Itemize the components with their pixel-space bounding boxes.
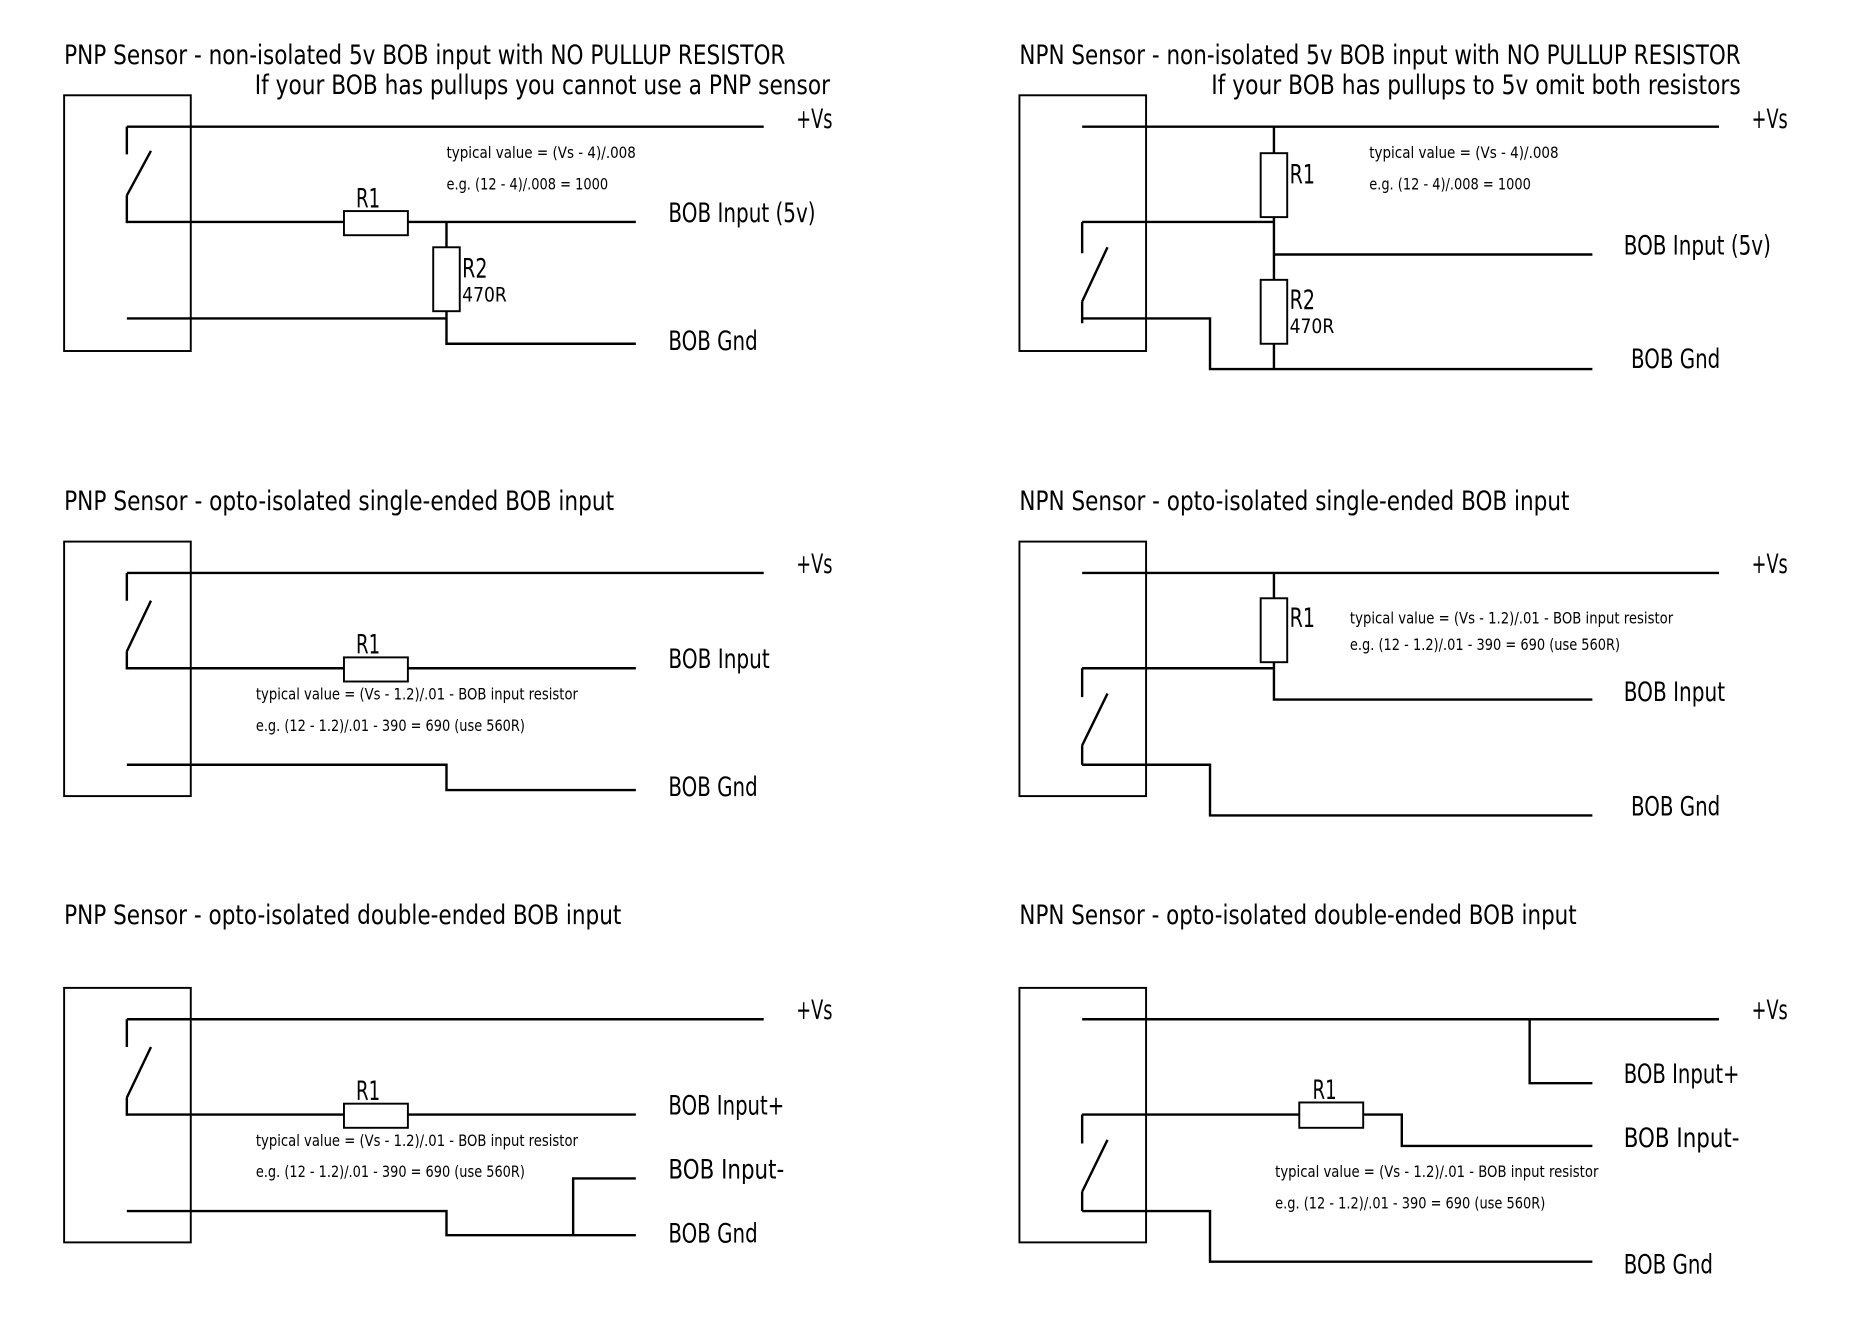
circuit-wires [126, 220, 636, 345]
circuit-wires [126, 667, 636, 792]
switch-icon [125, 1019, 153, 1116]
circuit-wires [1082, 572, 1593, 817]
panel-title: NPN Sensor - opto-isolated single-ended … [1019, 486, 1569, 517]
formula-note: typical value = (Vs - 1.2)/.01 - BOB inp… [256, 1131, 579, 1150]
example-note: e.g. (12 - 4)/.008 = 1000 [446, 174, 608, 193]
panel-npn-opto-single: NPN Sensor - opto-isolated single-ended … [1018, 486, 1788, 822]
r1-label: R1 [356, 183, 380, 214]
vs-label: +Vs [796, 995, 832, 1026]
switch-icon [125, 572, 153, 670]
example-note: e.g. (12 - 1.2)/.01 - 390 = 690 (use 560… [1275, 1194, 1545, 1213]
r2-value: 470R [462, 284, 507, 307]
r1-label: R1 [356, 630, 380, 661]
input-minus-label: BOB Input- [668, 1154, 784, 1185]
r2-value: 470R [1290, 315, 1335, 338]
input-label: BOB Input [1624, 677, 1725, 708]
formula-note: typical value = (Vs - 1.2)/.01 - BOB inp… [1275, 1162, 1599, 1181]
example-note: e.g. (12 - 1.2)/.01 - 390 = 690 (use 560… [1350, 635, 1620, 654]
example-note: e.g. (12 - 1.2)/.01 - 390 = 690 (use 560… [256, 716, 525, 735]
gnd-label: BOB Gnd [1631, 791, 1720, 822]
panel-title: NPN Sensor - non-isolated 5v BOB input w… [1019, 40, 1740, 71]
switch-icon [1080, 221, 1109, 324]
resistor-r2 [1259, 278, 1289, 345]
vs-label: +Vs [1752, 104, 1788, 135]
panel-npn-non-isolated: NPN Sensor - non-isolated 5v BOB input w… [1018, 40, 1788, 375]
circuit-wires [1082, 1019, 1593, 1263]
resistor-r1 [342, 656, 409, 683]
gnd-label: BOB Gnd [1631, 344, 1720, 375]
panel-pnp-opto-double: PNP Sensor - opto-isolated double-ended … [63, 900, 832, 1249]
panel-title: NPN Sensor - opto-isolated double-ended … [1019, 900, 1576, 931]
resistor-r1 [1259, 597, 1289, 664]
formula-note: typical value = (Vs - 4)/.008 [1369, 143, 1558, 162]
r1-label: R1 [1313, 1075, 1337, 1106]
formula-note: typical value = (Vs - 1.2)/.01 - BOB inp… [1350, 609, 1674, 628]
gnd-label: BOB Gnd [668, 1218, 757, 1249]
input-plus-label: BOB Input+ [1624, 1059, 1740, 1090]
panel-subtitle: If your BOB has pullups you cannot use a… [255, 70, 830, 101]
formula-note: typical value = (Vs - 4)/.008 [446, 143, 635, 162]
vs-label: +Vs [796, 549, 832, 580]
resistor-r1 [1298, 1101, 1365, 1129]
resistor-r2 [432, 246, 461, 313]
input-label: BOB Input (5v) [668, 198, 815, 229]
input-label: BOB Input [668, 644, 769, 675]
gnd-label: BOB Gnd [668, 326, 757, 357]
panel-title: PNP Sensor - non-isolated 5v BOB input w… [64, 40, 785, 71]
input-label: BOB Input (5v) [1624, 231, 1771, 262]
resistor-r1 [1259, 152, 1289, 219]
circuit-wires [1082, 126, 1593, 371]
r1-label: R1 [1290, 159, 1315, 190]
r2-label: R2 [1290, 285, 1315, 316]
input-plus-label: BOB Input+ [668, 1091, 784, 1122]
vs-label: +Vs [1752, 549, 1788, 580]
example-note: e.g. (12 - 4)/.008 = 1000 [1369, 174, 1531, 193]
switch-icon [1080, 668, 1109, 765]
switch-icon [125, 126, 153, 224]
resistor-r1 [342, 210, 409, 237]
circuit-wires [126, 1113, 636, 1237]
gnd-label: BOB Gnd [1624, 1250, 1713, 1281]
vs-label: +Vs [1752, 995, 1788, 1026]
resistor-r1 [342, 1102, 409, 1129]
r1-label: R1 [356, 1076, 380, 1107]
input-minus-label: BOB Input- [1624, 1123, 1740, 1154]
panel-npn-opto-double: NPN Sensor - opto-isolated double-ended … [1018, 900, 1788, 1281]
r1-label: R1 [1290, 603, 1315, 634]
formula-note: typical value = (Vs - 1.2)/.01 - BOB inp… [256, 685, 579, 704]
panel-subtitle: If your BOB has pullups to 5v omit both … [1211, 70, 1741, 101]
panel-pnp-opto-single: PNP Sensor - opto-isolated single-ended … [63, 486, 832, 803]
switch-icon [1080, 1114, 1109, 1212]
example-note: e.g. (12 - 1.2)/.01 - 390 = 690 (use 560… [256, 1162, 525, 1181]
r2-label: R2 [462, 253, 487, 284]
panel-title: PNP Sensor - opto-isolated double-ended … [64, 900, 621, 931]
panel-pnp-non-isolated: PNP Sensor - non-isolated 5v BOB input w… [63, 40, 832, 357]
vs-label: +Vs [796, 104, 832, 135]
gnd-label: BOB Gnd [668, 772, 757, 803]
panel-title: PNP Sensor - opto-isolated single-ended … [64, 486, 614, 517]
